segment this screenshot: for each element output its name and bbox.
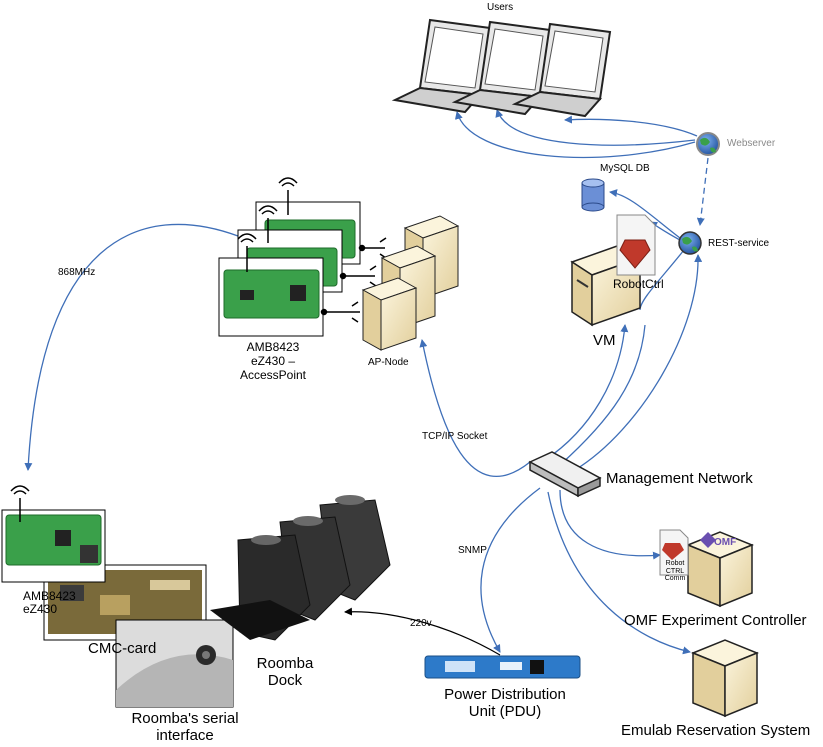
globe-icon: [696, 132, 720, 156]
globe-icon: [678, 231, 702, 255]
pdu-line2: Unit (PDU): [468, 703, 542, 721]
emulab-reservation-system-label: Emulab Reservation System: [621, 722, 811, 739]
pdu-label: Power Distribution Unit (PDU): [430, 686, 580, 721]
roomba-dock-icon: [210, 495, 391, 641]
circuit-board-icon: [218, 201, 361, 337]
roomba-module-line2: eZ430: [23, 602, 58, 617]
ap-module-line2: eZ430 –: [250, 353, 296, 368]
pdu-icon: [424, 655, 581, 679]
database-icon: [581, 178, 605, 212]
frequency-label: 868MHz: [58, 267, 96, 278]
rest-service-label: REST-service: [708, 238, 770, 249]
link-webserver-user3: [564, 115, 698, 137]
robotctrl-label: RobotCtrl: [613, 277, 664, 291]
roomba-serial-line2: interface: [156, 727, 214, 745]
management-network-label: Management Network: [606, 470, 753, 487]
roomba-module-label: AMB8423 eZ430: [23, 589, 76, 617]
link-webserver-user2: [495, 109, 696, 146]
cmc-card-label: CMC-card: [88, 640, 157, 657]
link-rest-mysql: [609, 189, 681, 239]
voltage-label: 220v: [410, 618, 432, 629]
link-switch-apnode: [419, 339, 531, 477]
server-icon: [361, 277, 418, 351]
ruby-document-icon: [616, 214, 656, 276]
link-webserver-user1: [454, 111, 696, 159]
laptop-icon: [511, 22, 612, 118]
omf-logo-label: OMF: [714, 537, 737, 548]
link-webserver-rest: [696, 157, 709, 226]
link-switch-vm2: [559, 324, 646, 466]
link-pdu-dock: [344, 607, 501, 656]
ethernet-plug-icon: [320, 237, 387, 323]
network-switch-icon: [528, 451, 602, 498]
ruby-document-icon: [659, 529, 689, 576]
robot-ctrl-comm-line1: Robot: [665, 560, 685, 567]
laptop-icon: [391, 18, 492, 114]
ap-module-label: AMB8423 eZ430 – AccessPoint: [228, 340, 318, 382]
link-switch-emulab: [547, 491, 691, 655]
roomba-serial-line1: Roomba's serial: [131, 710, 239, 727]
snmp-label: SNMP: [458, 545, 487, 556]
robot-ctrl-comm-label: Robot CTRL Comm: [660, 560, 690, 583]
ap-node-label: AP-Node: [368, 357, 409, 368]
robot-ctrl-comm-line3: Comm: [664, 575, 686, 583]
omf-experiment-controller-label: OMF Experiment Controller: [624, 612, 807, 629]
antenna-icon: [10, 485, 30, 522]
roomba-dock-line1: Roomba: [256, 655, 314, 672]
roomba-dock-label: Roomba Dock: [255, 655, 315, 690]
mysql-db-label: MySQL DB: [600, 163, 650, 174]
link-switch-omf: [559, 489, 661, 560]
laptop-icon: [451, 20, 552, 116]
roomba-module-line1: AMB8423: [23, 589, 76, 603]
server-icon: [686, 531, 754, 608]
vm-label: VM: [593, 332, 616, 349]
antenna-icon: [237, 177, 298, 272]
robot-ctrl-comm-line2: CTRL: [665, 567, 685, 575]
pdu-line1: Power Distribution: [444, 686, 566, 703]
tcpip-socket-label: TCP/IP Socket: [422, 431, 488, 442]
roomba-dock-line2: Dock: [267, 672, 303, 690]
server-icon: [691, 639, 759, 718]
ap-module-line1: AMB8423: [246, 340, 300, 354]
users-label: Users: [487, 2, 514, 13]
webserver-label: Webserver: [727, 138, 776, 149]
link-switch-pdu: [480, 487, 541, 653]
link-switch-rest: [574, 254, 703, 471]
roomba-serial-label: Roomba's serial interface: [115, 710, 255, 745]
ap-module-line3: AccessPoint: [239, 367, 307, 382]
circuit-board-icon: [1, 509, 207, 641]
connections: [24, 109, 709, 655]
link-radio: [24, 223, 246, 471]
link-switch-vm1: [544, 324, 629, 461]
roomba-serial-photo: [115, 619, 234, 708]
omf-logo-icon: [700, 532, 716, 548]
